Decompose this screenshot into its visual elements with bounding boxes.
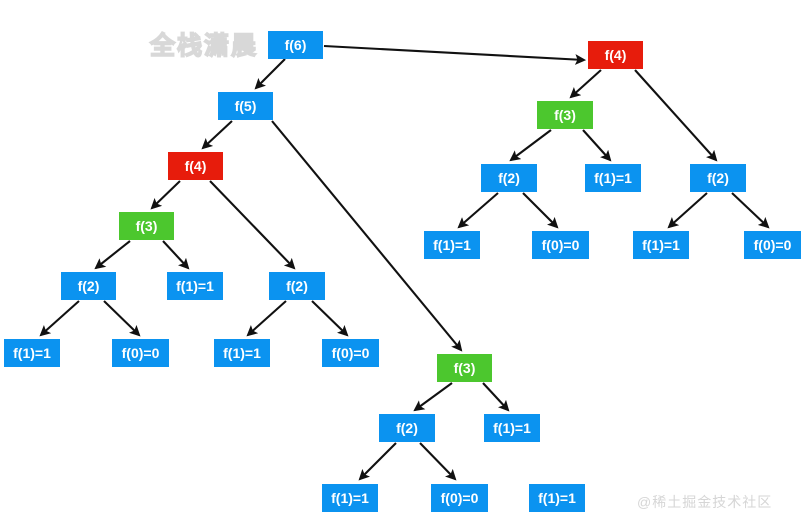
tree-edge	[667, 192, 708, 229]
brand-watermark: 全栈潇晨	[149, 31, 259, 61]
tree-node[interactable]: f(1)=1	[585, 164, 641, 192]
corner-watermark: @稀土掘金技术社区	[637, 494, 773, 510]
tree-edge	[94, 240, 131, 270]
tree-node[interactable]: f(5)	[218, 92, 273, 120]
tree-edge	[150, 180, 181, 210]
tree-node[interactable]: f(2)	[269, 272, 325, 300]
tree-node[interactable]: f(1)=1	[633, 231, 689, 259]
tree-edge	[419, 442, 457, 481]
tree-edge	[323, 44, 587, 65]
tree-node[interactable]: f(3)	[437, 354, 492, 382]
tree-node[interactable]: f(0)=0	[532, 231, 589, 259]
tree-node[interactable]: f(1)=1	[167, 272, 223, 300]
tree-edge	[162, 240, 190, 270]
tree-node[interactable]: f(2)	[379, 414, 435, 442]
tree-edge	[254, 58, 286, 90]
tree-node[interactable]: f(6)	[268, 31, 323, 59]
tree-edge	[103, 300, 141, 337]
tree-node[interactable]: f(1)=1	[484, 414, 540, 442]
tree-node[interactable]: f(0)=0	[322, 339, 379, 367]
tree-edge	[246, 300, 287, 337]
tree-node[interactable]: f(4)	[588, 41, 643, 69]
tree-node[interactable]: f(1)=1	[322, 484, 378, 512]
tree-edge	[209, 180, 296, 270]
tree-node[interactable]: f(1)=1	[4, 339, 60, 367]
tree-node[interactable]: f(2)	[481, 164, 537, 192]
tree-node[interactable]: f(3)	[537, 101, 593, 129]
tree-edge	[582, 129, 612, 162]
tree-edge	[358, 442, 397, 481]
tree-node[interactable]: f(1)=1	[214, 339, 270, 367]
tree-node[interactable]: f(0)=0	[112, 339, 169, 367]
tree-edge	[201, 120, 233, 150]
tree-node[interactable]: f(2)	[690, 164, 746, 192]
tree-edge	[634, 69, 718, 162]
tree-edge	[39, 300, 80, 337]
tree-edge	[457, 192, 499, 229]
tree-node[interactable]: f(3)	[119, 212, 174, 240]
tree-node[interactable]: f(1)=1	[529, 484, 585, 512]
tree-node[interactable]: f(4)	[168, 152, 223, 180]
tree-node[interactable]: f(0)=0	[431, 484, 488, 512]
tree-node[interactable]: f(2)	[61, 272, 116, 300]
tree-edge	[509, 129, 552, 162]
tree-edge	[311, 300, 349, 337]
tree-edge	[569, 69, 602, 99]
tree-edge	[413, 382, 453, 412]
tree-edge	[522, 192, 559, 229]
tree-edge	[482, 382, 510, 412]
tree-node[interactable]: f(1)=1	[424, 231, 480, 259]
tree-node[interactable]: f(0)=0	[744, 231, 801, 259]
tree-edge	[731, 192, 770, 229]
